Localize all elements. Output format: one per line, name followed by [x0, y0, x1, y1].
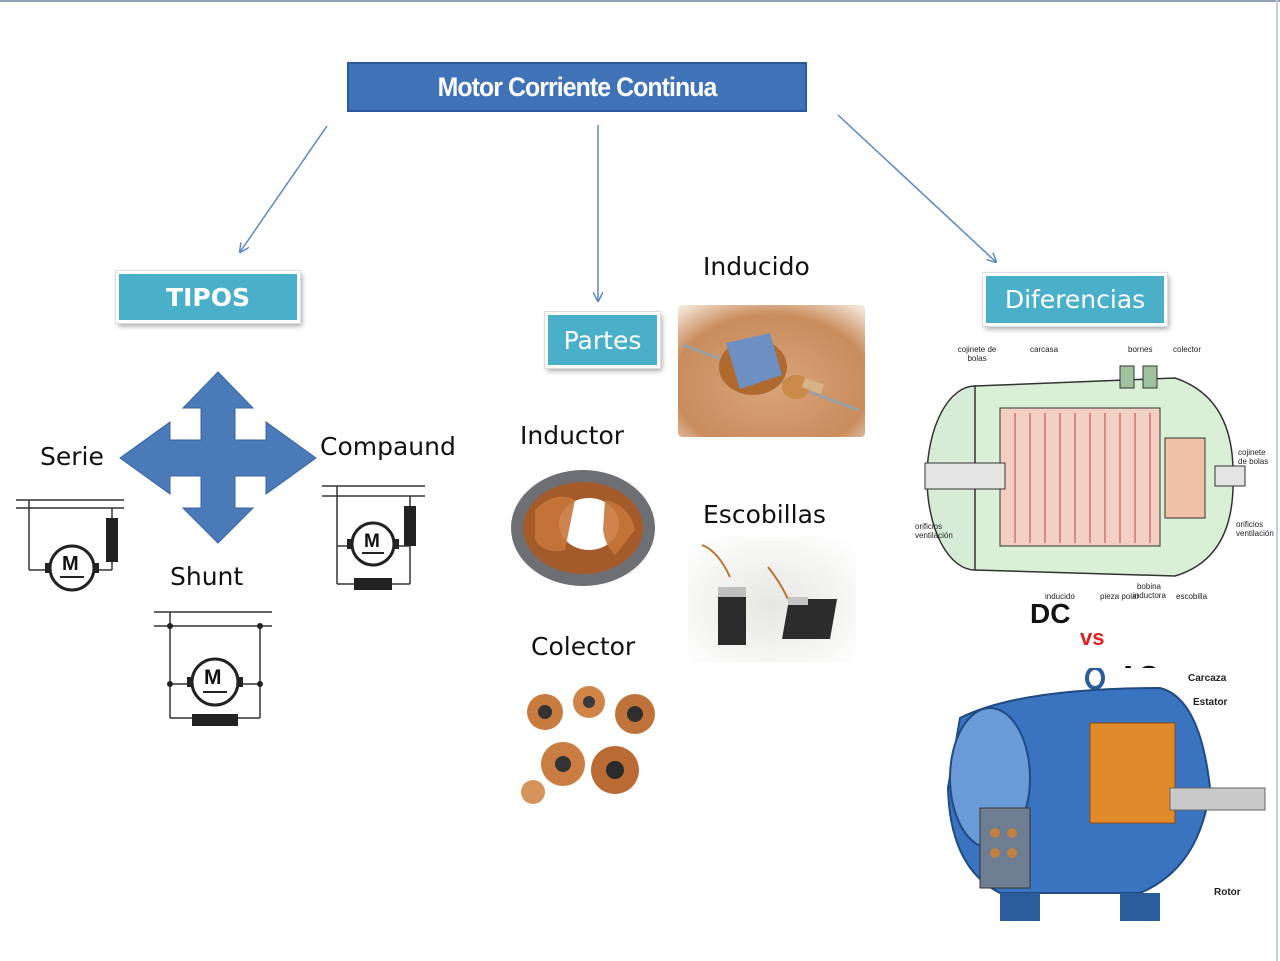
escobillas-label: Escobillas [703, 500, 826, 529]
arrow-to-diferencias [837, 114, 996, 262]
dc-label-inducido: inducido [1045, 592, 1075, 601]
shunt-circuit-diagram [154, 611, 272, 726]
dc-label-pieza-polar: pieza polar [1100, 592, 1140, 601]
dc-label: DC [1030, 598, 1071, 629]
partes-heading: Partes [563, 325, 642, 355]
dc-label-cojinete-right: cojinete de bolas [1238, 448, 1269, 466]
title-text: Motor Corriente Continua [437, 71, 718, 102]
colector-photo [515, 672, 665, 810]
vs-label: vs [1080, 625, 1105, 650]
top-border [0, 0, 1280, 2]
dc-label-escobilla: escobilla [1176, 592, 1208, 601]
four-way-arrow-icon [119, 371, 317, 544]
escobillas-photo [688, 537, 856, 662]
dc-label-orificios-right: orificios ventilación [1236, 520, 1274, 538]
serie-circuit-diagram [16, 499, 124, 592]
dc-label-colector: colector [1173, 345, 1202, 354]
ac-label-carcaza: Carcaza [1188, 673, 1227, 684]
diferencias-heading: Diferencias [1004, 285, 1146, 314]
diferencias-box: Diferencias [983, 273, 1167, 326]
inducido-photo [678, 305, 865, 437]
dc-label-cojinete: cojinete de bolas [957, 345, 997, 363]
arrow-to-tipos [240, 125, 328, 252]
compaund-label: Compaund [320, 432, 456, 461]
inductor-label: Inductor [520, 421, 625, 450]
serie-motor-symbol: M [62, 553, 79, 575]
dc-label-bornes: bornes [1128, 345, 1153, 354]
compaund-circuit-diagram [322, 485, 425, 590]
title-box: Motor Corriente Continua [347, 62, 807, 112]
partes-box: Partes [545, 312, 660, 368]
dc-label-carcasa: carcasa [1030, 345, 1059, 354]
shunt-motor-symbol: M [204, 666, 222, 689]
colector-label: Colector [531, 632, 636, 661]
dc-label-bobina: bobina inductora [1133, 582, 1166, 600]
ac-label-estator: Estator [1193, 697, 1228, 708]
serie-label: Serie [40, 442, 104, 471]
right-border [1276, 0, 1278, 961]
compaund-motor-symbol: M [364, 531, 380, 552]
inductor-photo [505, 460, 660, 595]
dc-motor-cutaway [915, 338, 1270, 613]
ac-motor-cutaway [940, 668, 1270, 930]
dc-label-orificios-left: orificios ventilación [915, 522, 953, 540]
ac-label-rotor: Rotor [1214, 887, 1241, 898]
tipos-heading: TIPOS [166, 282, 250, 312]
shunt-label: Shunt [170, 562, 244, 591]
inducido-label: Inducido [703, 252, 810, 281]
tipos-box: TIPOS [116, 271, 300, 323]
